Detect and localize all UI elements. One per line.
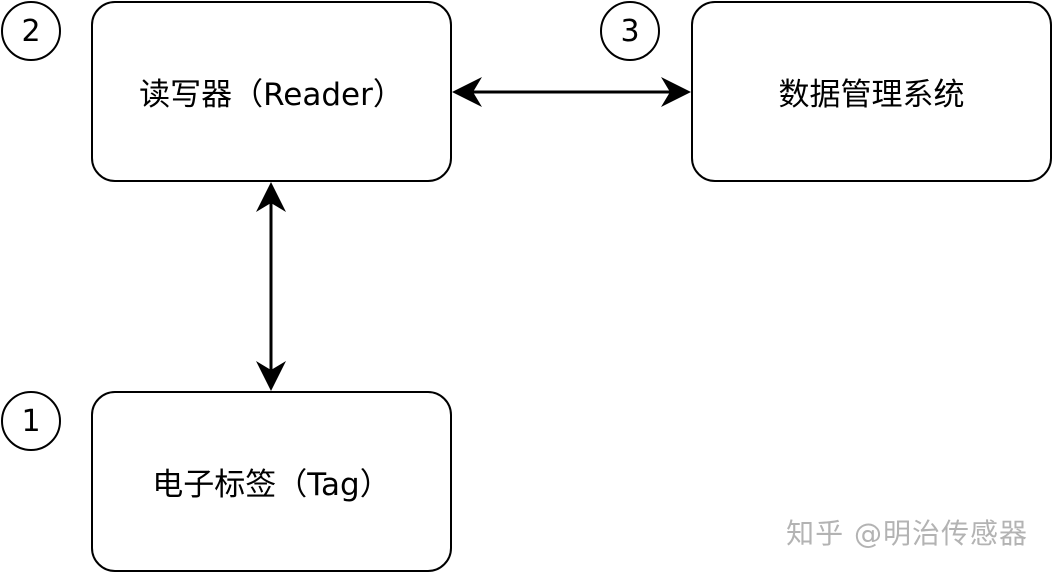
badge-reader-number: 2 — [1, 1, 61, 61]
badge-reader-text: 2 — [21, 13, 41, 49]
data-management-system-node: 数据管理系统 — [691, 1, 1052, 182]
reader-label: 读写器（Reader） — [139, 77, 404, 113]
badge-tag-text: 1 — [21, 403, 41, 439]
watermark-text: 知乎 @明治传感器 — [786, 517, 1028, 550]
badge-data-management-system-number: 3 — [600, 1, 660, 61]
reader-node: 读写器（Reader） — [91, 1, 452, 182]
tag-node: 电子标签（Tag） — [91, 391, 452, 572]
badge-data-management-system-text: 3 — [620, 13, 640, 49]
tag-label: 电子标签（Tag） — [152, 467, 391, 503]
data-management-system-label: 数据管理系统 — [778, 77, 965, 113]
badge-tag-number: 1 — [1, 391, 61, 451]
